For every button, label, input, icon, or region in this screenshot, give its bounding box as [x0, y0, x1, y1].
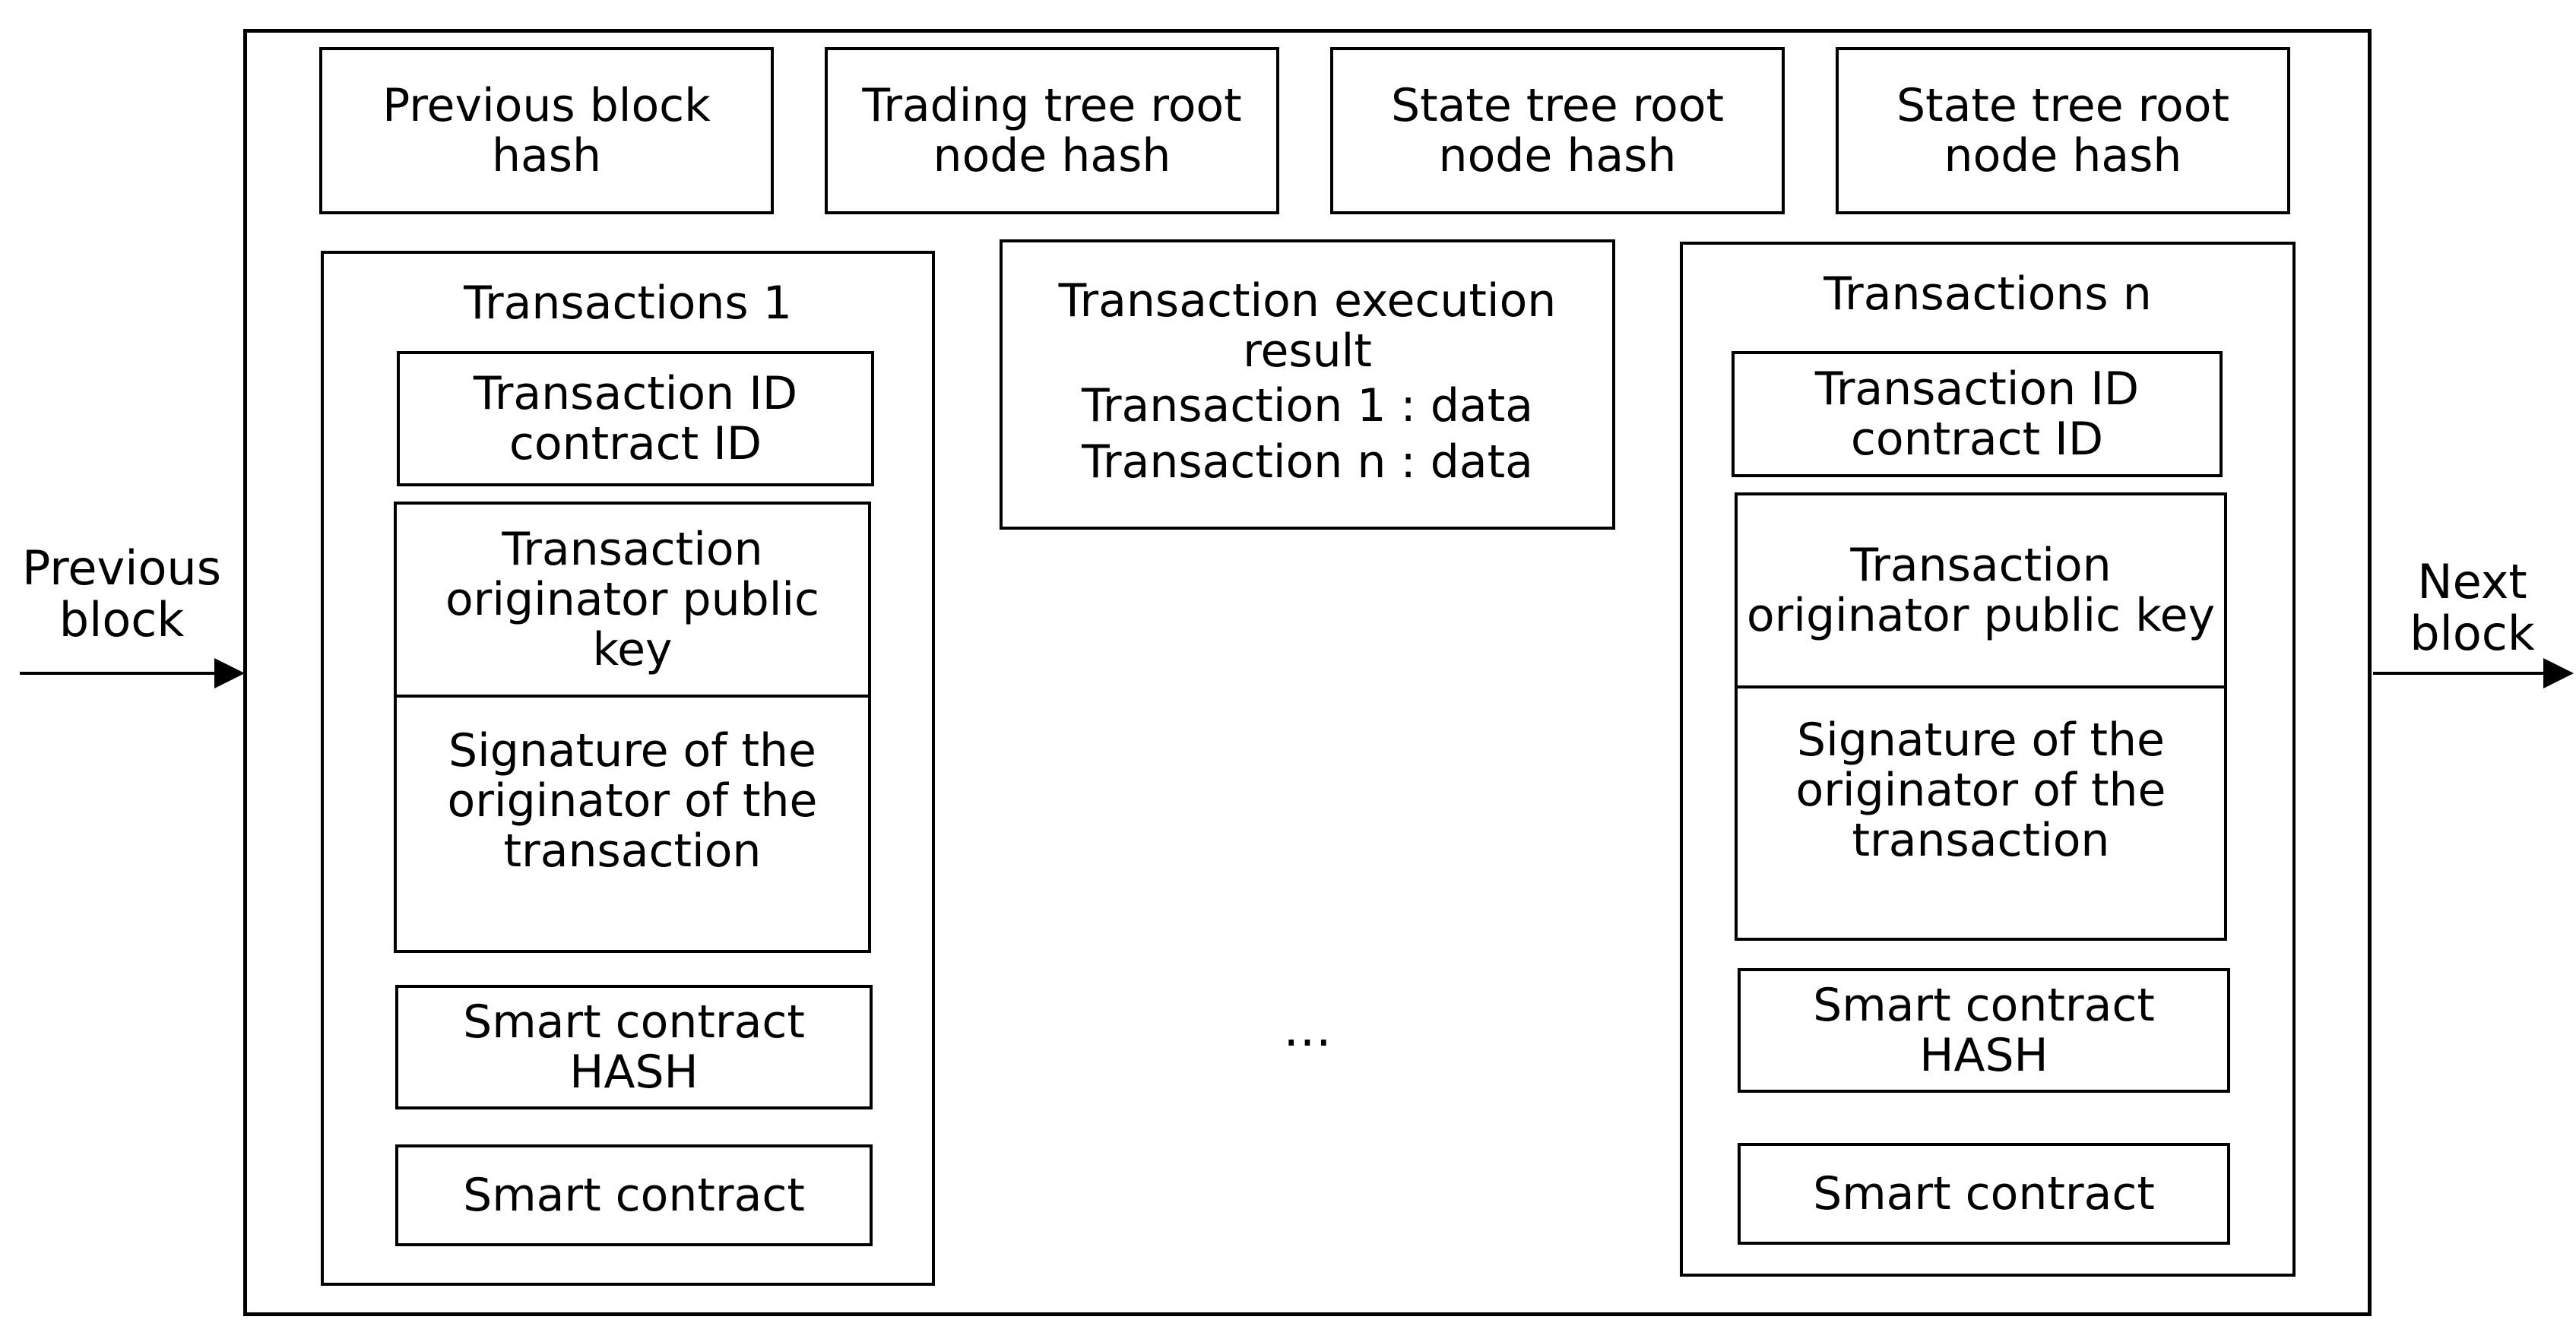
left-transaction-id-box: Transaction ID contract ID — [397, 351, 874, 486]
execution-result-line-1: Transaction 1 : data — [1082, 379, 1533, 432]
right-signature-label: Signature of the originator of the trans… — [1795, 714, 2166, 867]
right-transaction-id-box: Transaction ID contract ID — [1732, 351, 2223, 477]
next-block-label: Next block — [2410, 554, 2535, 661]
previous-block-label: Previous block — [21, 540, 222, 647]
left-originator-divider — [397, 695, 868, 698]
left-smart-contract-hash-box: Smart contract HASH — [395, 985, 873, 1109]
left-public-key-label: Transaction originator public key — [445, 523, 820, 676]
state-tree-root-box-1: State tree root node hash — [1330, 47, 1785, 214]
right-smart-contract-box: Smart contract — [1738, 1143, 2230, 1245]
right-transaction-id-label: Transaction ID contract ID — [1814, 362, 2140, 466]
previous-block-hash-box: Previous block hash — [319, 47, 774, 214]
state-tree-root-label-2: State tree root node hash — [1896, 79, 2229, 182]
right-public-key-label: Transaction originator public key — [1746, 539, 2216, 642]
right-originator-divider — [1738, 685, 2224, 688]
right-smart-contract-label: Smart contract — [1813, 1167, 2155, 1220]
left-transaction-id-label: Transaction ID contract ID — [473, 367, 798, 470]
left-smart-contract-label: Smart contract — [463, 1169, 805, 1222]
previous-block-hash-label: Previous block hash — [382, 79, 711, 182]
left-smart-contract-hash-label: Smart contract HASH — [463, 995, 805, 1099]
right-smart-contract-hash-box: Smart contract HASH — [1738, 968, 2230, 1093]
left-smart-contract-box: Smart contract — [395, 1144, 873, 1246]
right-smart-contract-hash-label: Smart contract HASH — [1813, 979, 2155, 1082]
execution-result-line-2: Transaction n : data — [1082, 435, 1533, 489]
ellipsis: … — [1283, 1002, 1332, 1058]
state-tree-root-box-2: State tree root node hash — [1836, 47, 2290, 214]
trading-tree-root-box: Trading tree root node hash — [825, 47, 1279, 214]
left-originator-box: Transaction originator public key Signat… — [394, 502, 871, 953]
transactions-1-title: Transactions 1 — [464, 277, 792, 330]
trading-tree-root-label: Trading tree root node hash — [862, 79, 1242, 182]
right-originator-box: Transaction originator public key Signat… — [1735, 492, 2227, 941]
execution-result-title: Transaction execution result — [1058, 274, 1557, 378]
state-tree-root-label-1: State tree root node hash — [1391, 79, 1724, 182]
transactions-n-title: Transactions n — [1823, 267, 2152, 321]
left-signature-label: Signature of the originator of the trans… — [447, 724, 818, 878]
execution-result-box: Transaction execution result Transaction… — [1000, 239, 1615, 530]
